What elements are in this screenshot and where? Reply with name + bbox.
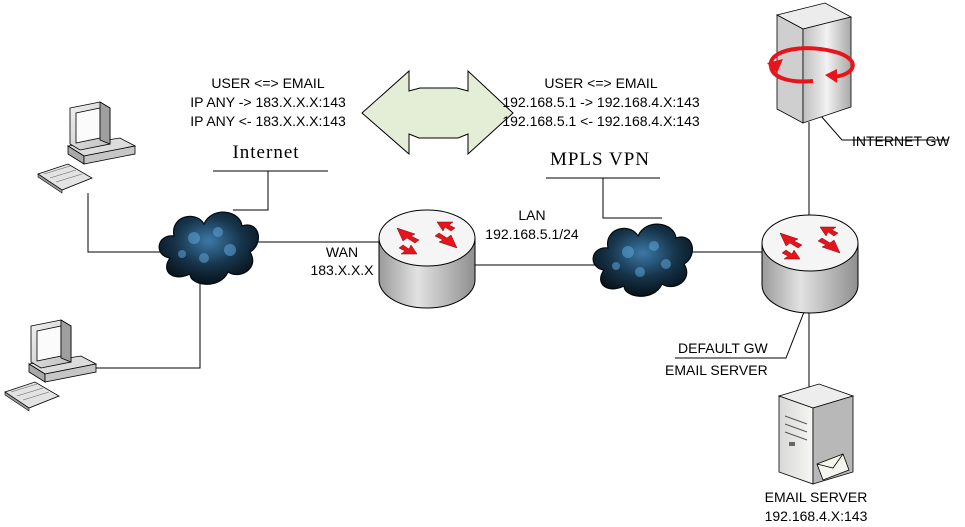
- lan-address: 192.168.5.1/24: [485, 226, 579, 242]
- wan-label: WAN: [326, 244, 358, 260]
- edge-router-icon: [378, 209, 476, 309]
- right-flow-label: USER <=> EMAIL 192.168.5.1 -> 192.168.4.…: [502, 75, 700, 129]
- internet-label: Internet: [232, 142, 299, 163]
- left-flow-line3: IP ANY <- 183.X.X.X:143: [190, 113, 346, 129]
- internet-gateway-server-icon: [767, 2, 855, 124]
- mpls-cloud-icon: [592, 223, 693, 297]
- workstation-top-icon: [37, 101, 137, 194]
- email-server-address: 192.168.4.X:143: [765, 508, 868, 524]
- lan-label: LAN: [518, 207, 545, 223]
- right-flow-line3: 192.168.5.1 <- 192.168.4.X:143: [502, 113, 700, 129]
- left-flow-label: USER <=> EMAIL IP ANY -> 183.X.X.X:143 I…: [190, 75, 346, 129]
- mpls-vpn-label: MPLS VPN: [550, 149, 650, 170]
- right-flow-line1: USER <=> EMAIL: [544, 75, 657, 91]
- gateway-router-icon: [761, 214, 859, 314]
- internet-gw-label: INTERNET GW: [852, 133, 951, 149]
- right-flow-line2: 192.168.5.1 -> 192.168.4.X:143: [502, 94, 700, 110]
- wan-address: 183.X.X.X: [310, 262, 374, 278]
- workstation-bottom-icon: [4, 319, 98, 412]
- email-server-icon: [777, 383, 855, 485]
- connection-lines: [87, 115, 948, 395]
- left-flow-line2: IP ANY -> 183.X.X.X:143: [190, 94, 346, 110]
- default-gw-email-label: EMAIL SERVER: [665, 362, 768, 378]
- internet-cloud-icon: [158, 211, 259, 285]
- email-server-label: EMAIL SERVER: [765, 489, 868, 505]
- default-gw-label: DEFAULT GW: [678, 340, 769, 356]
- left-flow-line1: USER <=> EMAIL: [211, 75, 324, 91]
- bidirectional-flow-arrow: [361, 69, 514, 156]
